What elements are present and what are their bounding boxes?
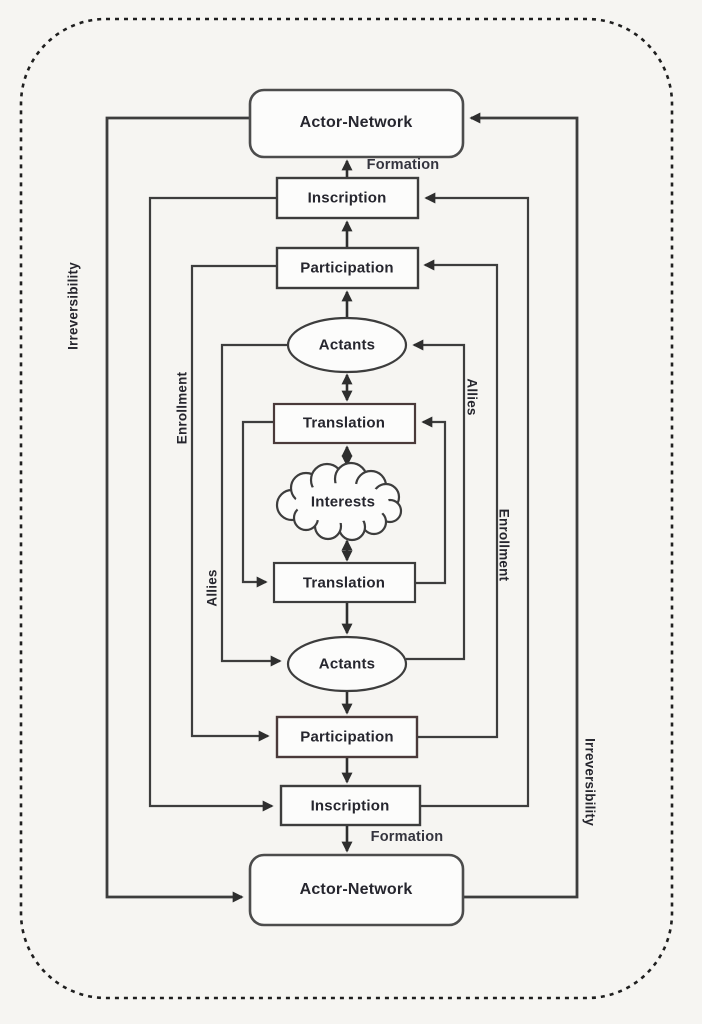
node-participation-top: Participation <box>300 259 394 277</box>
edge-label-irreversibility-left: Irreversibility <box>65 262 81 350</box>
node-inscription-top: Inscription <box>307 189 387 207</box>
right-rails <box>406 112 579 899</box>
node-inscription-bottom: Inscription <box>310 797 390 815</box>
node-actor-network-top: Actor-Network <box>299 114 413 131</box>
node-shapes <box>248 88 465 927</box>
edge-label-irreversibility-right: Irreversibility <box>582 738 598 826</box>
node-translation-top: Translation <box>302 414 386 432</box>
edge-label-enrollment-left: Enrollment <box>174 371 190 445</box>
node-interests: Interests <box>310 493 376 511</box>
left-rails <box>105 116 290 903</box>
edge-label-formation-bottom: Formation <box>370 829 444 845</box>
dashed-boundary <box>19 17 674 1000</box>
edge-label-allies-left: Allies <box>204 569 220 607</box>
node-actor-network-bottom: Actor-Network <box>299 881 413 898</box>
edge-label-allies-right: Allies <box>464 378 480 416</box>
node-translation-bottom: Translation <box>302 574 386 592</box>
node-participation-bottom: Participation <box>300 728 394 746</box>
cloud-shape <box>275 461 403 542</box>
edge-label-enrollment-right: Enrollment <box>496 508 512 582</box>
node-actants-bottom: Actants <box>318 655 376 673</box>
edge-label-formation-top: Formation <box>366 157 440 173</box>
node-actants-top: Actants <box>318 336 376 354</box>
